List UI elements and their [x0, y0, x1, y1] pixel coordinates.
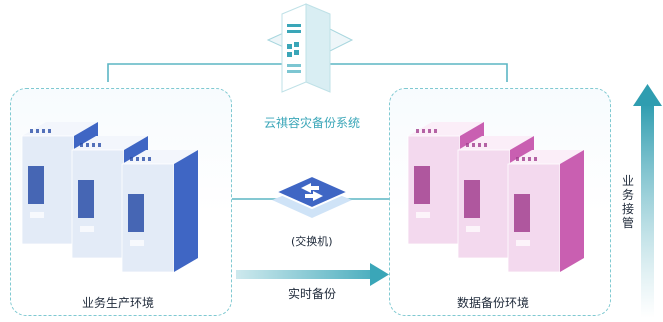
- blue-server-cabinet-3: [121, 150, 198, 273]
- takeover-arrow: [633, 84, 662, 318]
- takeover-label: 业务接管: [622, 174, 635, 230]
- realtime-backup-label: 实时备份: [288, 287, 337, 301]
- pink-server-cabinet-3: [507, 150, 584, 273]
- backup-environment-label: 数据备份环境: [457, 296, 530, 310]
- system-label: 云祺容灾备份系统: [264, 116, 361, 130]
- switch-label: (交换机): [291, 235, 333, 248]
- production-environment-label: 业务生产环境: [82, 296, 155, 310]
- realtime-arrow: [236, 263, 389, 286]
